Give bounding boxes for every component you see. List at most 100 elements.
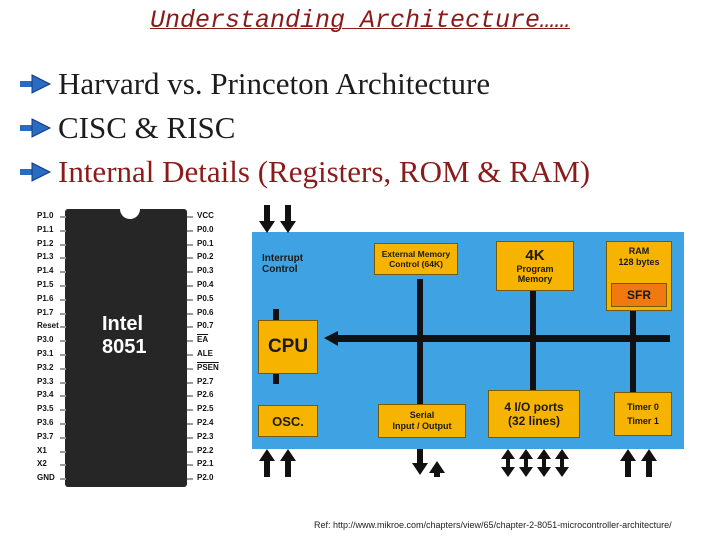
right-pin-label: P0.4 — [197, 280, 214, 289]
pin-stub — [187, 271, 193, 274]
right-pin-label: P2.6 — [197, 390, 214, 400]
right-pin-label: P2.1 — [197, 459, 214, 469]
bullet-text: CISC & RISC — [58, 110, 236, 145]
pin-stub — [187, 409, 193, 412]
pin-stub — [60, 381, 66, 384]
io-ports-text: 4 I/O ports (32 lines) — [504, 400, 564, 428]
chip-name-line2: 8051 — [102, 336, 147, 358]
right-pin-label: P2.0 — [197, 473, 214, 483]
left-pin-label: P3.3 — [37, 376, 54, 386]
right-pin-label: ALE — [197, 349, 213, 358]
program-memory-block: 4K Program Memory — [496, 241, 574, 291]
left-pin-label: P1.7 — [37, 307, 54, 317]
pin-stub — [60, 450, 66, 453]
pin-stub — [187, 395, 193, 398]
pin-stub — [187, 340, 193, 343]
left-pin-label: P3.7 — [37, 431, 54, 441]
reference-text: Ref: http://www.mikroe.com/chapters/view… — [314, 520, 672, 530]
pin-stub — [187, 436, 193, 439]
right-pin-label: P2.7 — [197, 376, 214, 386]
arrow-bullet-icon — [20, 74, 52, 94]
left-pin-label: P1.6 — [37, 293, 54, 303]
chip-name: Intel 8051 — [102, 313, 147, 359]
timers-text: Timer 0 Timer 1 — [627, 402, 659, 426]
external-memory-text: External Memory Control (64K) — [381, 249, 451, 269]
pin-stub — [60, 367, 66, 370]
right-pin-label: P0.2 — [197, 252, 214, 262]
left-pin-label: P3.5 — [37, 404, 54, 414]
serial-block: Serial Input / Output — [378, 404, 466, 438]
pin-stub — [60, 243, 66, 246]
pin-stub — [187, 298, 193, 301]
pin-stub — [60, 436, 66, 439]
left-pin-label: P1.4 — [37, 266, 54, 276]
io-ports-block: 4 I/O ports (32 lines) — [488, 390, 580, 438]
pin-stub — [60, 298, 66, 301]
serial-text: Serial Input / Output — [392, 410, 452, 431]
ram-label: RAM 128 bytes — [618, 246, 660, 267]
arrow-bullet-icon — [20, 118, 52, 138]
pin-stub — [60, 464, 66, 467]
pin-stub — [60, 216, 66, 218]
external-memory-block: External Memory Control (64K) — [374, 243, 458, 275]
pin-stub — [187, 464, 193, 467]
pin-stub — [187, 354, 193, 356]
pin-stub — [187, 478, 193, 481]
left-pin-label: P1.1 — [37, 224, 54, 234]
pin-stub — [187, 229, 193, 232]
left-pin-label: P1.5 — [37, 280, 54, 289]
right-pin-label: P2.2 — [197, 445, 214, 455]
left-pin-label: P3.2 — [37, 362, 54, 372]
right-pin-label: P2.4 — [197, 418, 214, 427]
pin-stub — [60, 409, 66, 412]
pin-stub — [187, 450, 193, 453]
right-pin-label: P0.1 — [197, 238, 214, 248]
program-memory-size: 4K — [525, 247, 545, 264]
pin-stub — [60, 229, 66, 232]
pin-stub — [187, 367, 193, 370]
right-pin-label: PSEN — [197, 362, 219, 372]
right-pin-label: P0.3 — [197, 266, 214, 276]
pin-stub — [60, 340, 66, 343]
cpu-text: CPU — [267, 336, 309, 357]
left-pin-label: X1 — [37, 445, 47, 455]
sfr-text: SFR — [627, 288, 651, 302]
interrupt-control-text: Interrupt Control — [262, 253, 304, 275]
right-pin-label: P2.3 — [197, 431, 214, 441]
timers-block: Timer 0 Timer 1 — [614, 392, 672, 436]
left-pin-label: Reset — [37, 321, 59, 331]
right-pin-label: P0.0 — [197, 224, 214, 234]
osc-block: OSC. — [258, 405, 318, 437]
pin-stub — [187, 257, 193, 260]
sfr-block: SFR — [611, 283, 667, 307]
pin-stub — [60, 326, 66, 329]
chip-notch — [120, 209, 140, 219]
pin-stub — [187, 381, 193, 384]
pin-stub — [187, 423, 193, 425]
left-pin-label: X2 — [37, 459, 47, 469]
chip-body — [65, 209, 187, 487]
left-pin-label: P1.3 — [37, 252, 54, 262]
bullet-text: Internal Details (Registers, ROM & RAM) — [58, 154, 591, 189]
right-pin-label: EA — [197, 335, 209, 345]
interrupt-control-label: Interrupt Control — [262, 253, 303, 275]
left-pin-label: P1.2 — [37, 238, 54, 248]
left-pin-label: P3.6 — [37, 418, 54, 427]
pin-stub — [187, 285, 193, 287]
pin-stub — [60, 257, 66, 260]
pin-stub — [187, 243, 193, 246]
right-pin-label: P0.5 — [197, 293, 214, 303]
pin-stub — [187, 326, 193, 329]
pin-stub — [60, 354, 66, 356]
bullet-text: Harvard vs. Princeton Architecture — [58, 66, 491, 101]
pin-stub — [187, 312, 193, 315]
arrow-bullet-icon — [20, 162, 52, 182]
left-pin-label: P3.4 — [37, 390, 54, 400]
pin-stub — [60, 395, 66, 398]
pin-stub — [60, 271, 66, 274]
right-pin-label: P0.7 — [197, 321, 214, 331]
block-diagram: Interrupt Control External Memory Contro… — [252, 205, 684, 495]
program-memory-label: Program Memory — [516, 264, 554, 284]
right-pin-label: P0.6 — [197, 307, 214, 317]
pin-stub — [60, 423, 66, 425]
